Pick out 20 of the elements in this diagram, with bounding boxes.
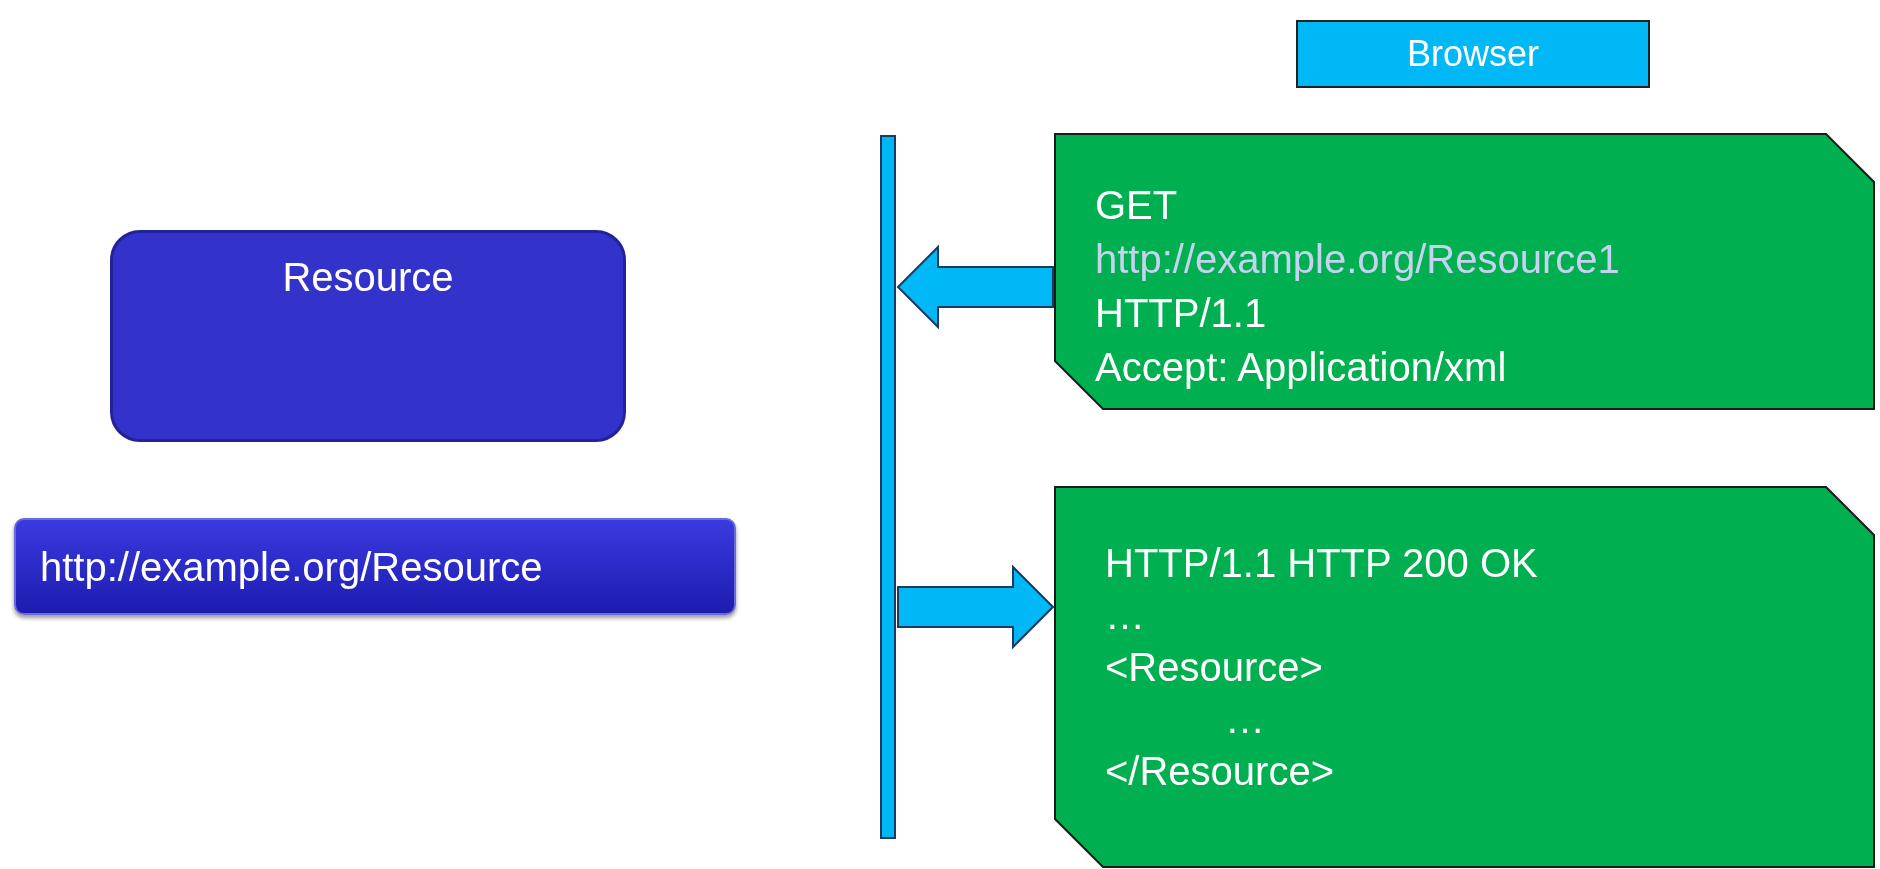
request-box	[1055, 134, 1874, 409]
resource-box	[110, 230, 626, 442]
block-arrow	[897, 564, 1055, 650]
box-label: Resource	[282, 255, 454, 299]
url-text: http://example.org/Resource	[40, 544, 543, 589]
block-arrow	[896, 244, 1054, 330]
code-line: Accept: Application/xml	[1095, 344, 1507, 391]
code-line: …	[1105, 592, 1145, 639]
code-line: GET	[1095, 182, 1178, 229]
title-box	[1296, 20, 1650, 88]
url-bar	[14, 518, 736, 615]
code-line: http://example.org/Resource1	[1095, 236, 1620, 283]
code-line: …	[1225, 696, 1265, 743]
code-line: HTTP/1.1	[1095, 290, 1267, 337]
code-line: HTTP/1.1 HTTP 200 OK	[1105, 540, 1538, 587]
code-line: <Resource>	[1105, 644, 1323, 691]
code-line: </Resource>	[1105, 748, 1335, 795]
vertical-bar	[880, 135, 896, 839]
box-label: Browser	[1407, 32, 1539, 76]
response-box	[1055, 487, 1874, 867]
